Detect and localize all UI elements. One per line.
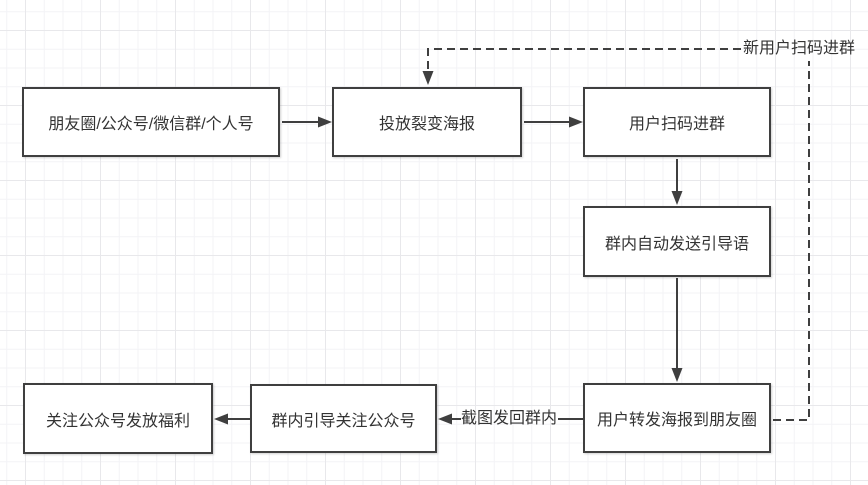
edge-label-new-user-scan-join[interactable]: 新用户扫码进群 (743, 40, 856, 57)
arrowhead-forward-to-guidefollow (438, 413, 452, 425)
dashed-loop-top-segment (427, 48, 741, 72)
arrowhead-scan-to-automessage (671, 191, 683, 205)
node-group-auto-message[interactable]: 群内自动发送引导语 (583, 206, 771, 277)
arrowhead-channels-to-poster (318, 116, 332, 128)
node-user-scan-join[interactable]: 用户扫码进群 (583, 87, 771, 157)
node-user-forward-poster[interactable]: 用户转发海报到朋友圈 (583, 383, 771, 453)
dashed-loop-right-segment (773, 61, 810, 421)
arrowhead-guidefollow-to-benefits (214, 413, 228, 425)
node-group-guide-follow[interactable]: 群内引导关注公众号 (250, 384, 437, 453)
node-source-channels[interactable]: 朋友圈/公众号/微信群/个人号 (22, 87, 280, 157)
arrowhead-automessage-to-forward (671, 368, 683, 382)
node-follow-account-benefits[interactable]: 关注公众号发放福利 (23, 383, 213, 454)
arrowhead-dashed-loop-to-poster (422, 71, 434, 85)
arrowhead-poster-to-scan (569, 116, 583, 128)
edge-label-screenshot-back-to-group[interactable]: 截图发回群内 (461, 410, 558, 427)
node-deploy-poster[interactable]: 投放裂变海报 (332, 87, 522, 157)
